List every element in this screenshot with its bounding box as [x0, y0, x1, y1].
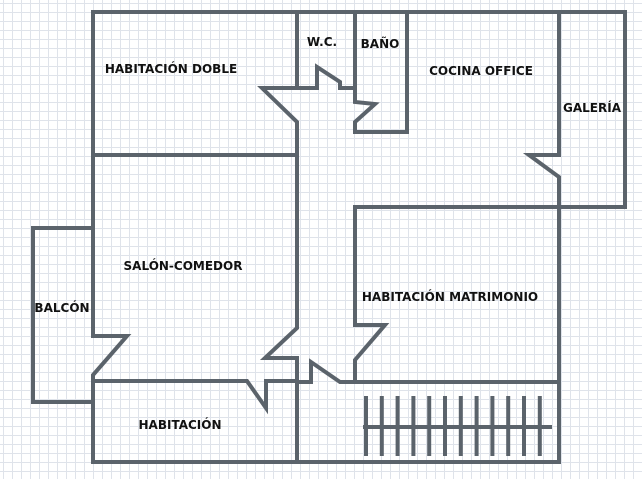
galeria-wall [522, 10, 561, 384]
room-label-cocina: COCINA OFFICE [429, 64, 533, 78]
wc-wall [295, 63, 357, 90]
room-label-salon: SALÓN-COMEDOR [123, 259, 243, 273]
walls [31, 10, 627, 464]
room-label-matrimonio: HABITACIÓN MATRIMONIO [361, 290, 539, 304]
room-label-wc: W.C. [306, 35, 338, 49]
balcon-wall [31, 226, 95, 404]
matrimonio-door [295, 358, 357, 384]
matrimonio-wall [353, 205, 561, 384]
outer-left-wall [91, 10, 561, 464]
room-label-bano: BAÑO [360, 37, 400, 51]
stairs [363, 396, 552, 456]
outer-top-wall [91, 10, 627, 209]
room-label-habitacion: HABITACIÓN [138, 418, 222, 432]
habitacion-top-wall [91, 379, 299, 415]
room-label-galeria: GALERÍA [563, 101, 621, 115]
bano-wall [353, 10, 409, 134]
room-label-balcon: BALCÓN [34, 301, 90, 315]
room-label-habitacion-doble: HABITACIÓN DOBLE [104, 62, 238, 76]
corridor-left-wall [257, 10, 299, 464]
